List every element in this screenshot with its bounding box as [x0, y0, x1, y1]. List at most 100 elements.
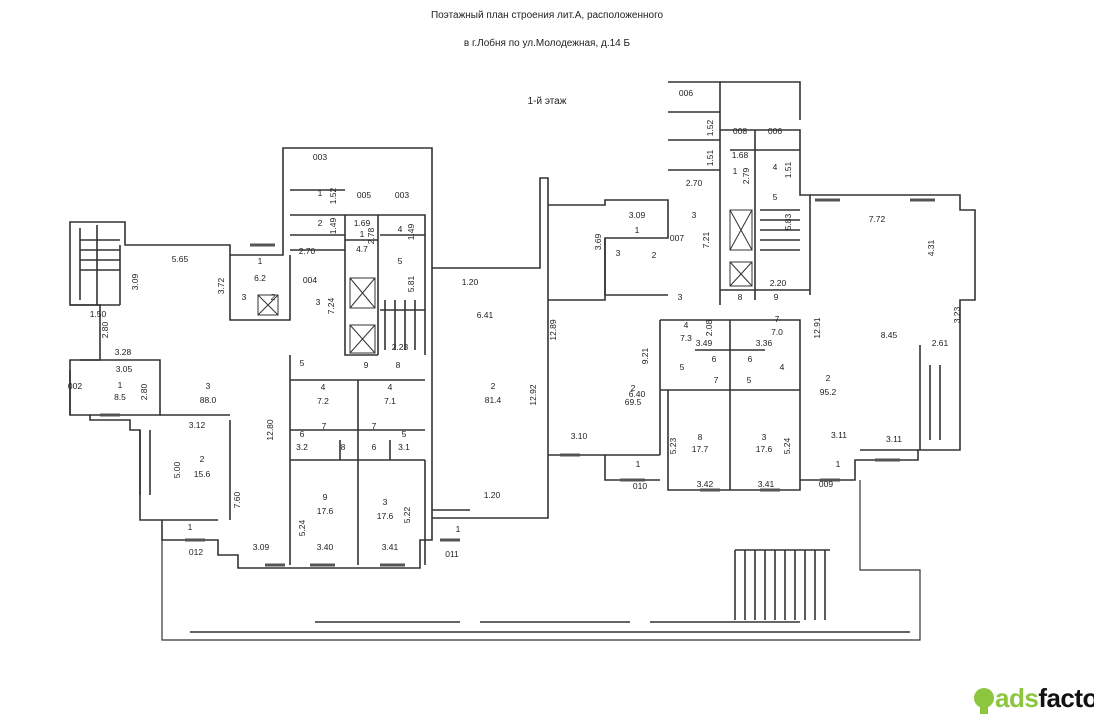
dimension-label-3_41b: 3.41: [758, 479, 775, 489]
dimension-label-9_1: 9: [364, 360, 369, 370]
dimension-label-3_49: 3.49: [696, 338, 713, 348]
floor-label: 1-й этаж: [527, 96, 567, 107]
dimension-label-1_52b: 1.52: [328, 187, 338, 204]
walls: [69, 81, 976, 641]
dimension-label-2_1: 2: [318, 218, 323, 228]
dimension-label-5_23: 5.23: [668, 437, 678, 454]
dimension-label-4_7: 4.7: [356, 244, 368, 254]
dimension-label-12_89: 12.89: [548, 319, 558, 341]
dimension-label-3_09c: 3.09: [629, 210, 646, 220]
dimension-label-1_52c: 1.52: [705, 119, 715, 136]
dimension-label-6_m: 6: [712, 354, 717, 364]
dimension-label-15_6: 15.6: [194, 469, 211, 479]
dimension-label-2_r: 2: [826, 373, 831, 383]
dimension-label-7_m: 7: [775, 314, 780, 324]
dimension-label-003b: 003: [395, 190, 409, 200]
dimension-label-5_24a: 5.24: [297, 519, 307, 536]
adsfactory-logo-icon: [968, 676, 1088, 716]
dimension-label-2_80: 2.80: [100, 321, 110, 338]
dimension-label-1_20b: 1.20: [484, 490, 501, 500]
dimension-label-1_51a: 1.51: [705, 149, 715, 166]
dimension-label-1_20a: 1.20: [462, 277, 479, 287]
dimension-label-5_1: 5: [398, 256, 403, 266]
dimension-label-010: 010: [633, 481, 647, 491]
watermark-text: adsfactory: [995, 683, 1094, 713]
dimension-label-5_65: 5.65: [172, 254, 189, 264]
dimension-label-3_23: 3.23: [952, 306, 962, 323]
dimension-label-6_a: 6: [300, 429, 305, 439]
dimension-label-3_11a: 3.11: [831, 430, 847, 440]
dimension-label-5_83: 5.83: [783, 213, 793, 230]
dimension-label-3_12: 3.12: [189, 420, 206, 430]
dimension-label-3_72: 3.72: [216, 277, 226, 294]
dimension-label-008: 008: [733, 126, 747, 136]
plan-title-line1: Поэтажный план строения лит.А, расположе…: [430, 10, 664, 21]
dimension-label-4_k: 4: [773, 162, 778, 172]
dimension-label-9_k: 9: [774, 292, 779, 302]
dimension-label-3_11b: 3.11: [886, 434, 902, 444]
dimension-label-17_6b: 17.6: [377, 511, 394, 521]
dimension-label-8_45: 8.45: [881, 330, 898, 340]
dimension-label-5_81: 5.81: [406, 275, 416, 292]
dimension-label-7_b: 7: [372, 421, 377, 431]
dimension-label-17_6a: 17.6: [317, 506, 334, 516]
dimension-label-1_e: 1: [188, 522, 193, 532]
dimension-label-009: 009: [819, 479, 833, 489]
dimension-label-3_36: 3.36: [756, 338, 773, 348]
dimension-label-6_41: 6.41: [477, 310, 494, 320]
dimension-label-3_05: 3.05: [116, 364, 133, 374]
dimension-label-1_49: 1.49: [328, 217, 338, 234]
dimension-label-3_c: 3: [383, 497, 388, 507]
dimension-label-6_n: 6: [748, 354, 753, 364]
dimension-label-8_5: 8.5: [114, 392, 126, 402]
dimension-label-4_c: 4: [321, 382, 326, 392]
dimension-label-12_91: 12.91: [812, 317, 822, 339]
dimension-label-17_7: 17.7: [692, 444, 709, 454]
dimension-label-1_g: 1: [635, 225, 640, 235]
dimension-label-1_4: 1: [360, 229, 365, 239]
dimension-label-002: 002: [68, 381, 82, 391]
dimension-label-2_08: 2.08: [704, 319, 714, 336]
dimension-label-2_70a: 2.70: [299, 246, 316, 256]
dimension-label-012: 012: [189, 547, 203, 557]
dimension-label-7_n: 7: [714, 375, 719, 385]
dimension-label-6_2: 6.2: [254, 273, 266, 283]
dimension-label-1_f: 1: [456, 524, 461, 534]
dimension-label-3_09b: 3.09: [253, 542, 270, 552]
dimension-label-5_00: 5.00: [172, 461, 182, 478]
dimension-label-95_2: 95.2: [820, 387, 837, 397]
dimension-label-7_1: 7.1: [384, 396, 396, 406]
dimension-label-7_21: 7.21: [701, 231, 711, 248]
dimension-label-3_p: 3: [762, 432, 767, 442]
dimension-label-1_49b: 1.49: [406, 223, 416, 240]
dimension-label-7_a: 7: [322, 421, 327, 431]
dimension-label-4_m: 4: [684, 320, 689, 330]
dimension-label-3_10: 3.10: [571, 431, 588, 441]
dimension-label-7_72: 7.72: [869, 214, 886, 224]
dimension-label-1_69: 1.69: [354, 218, 371, 228]
dimension-label-3_42: 3.42: [697, 479, 714, 489]
dimension-label-8_a: 8: [341, 442, 346, 452]
dimension-label-5_22: 5.22: [402, 506, 412, 523]
dimension-label-005: 005: [357, 190, 371, 200]
plan-title-line2: в г.Лобня по ул.Молодежная, д.14 Б: [463, 38, 631, 49]
dimension-label-4_1: 4: [398, 224, 403, 234]
dimension-label-1_68: 1.68: [732, 150, 749, 160]
dimension-label-3_1: 3.1: [398, 442, 410, 452]
dimension-label-3_h: 3: [616, 248, 621, 258]
dimension-label-011: 011: [445, 549, 459, 559]
dimension-label-3_j: 3: [678, 292, 683, 302]
dimension-label-2_61: 2.61: [932, 338, 949, 348]
dimension-label-17_6c: 17.6: [756, 444, 773, 454]
dimension-label-12_80: 12.80: [265, 419, 275, 441]
dimension-label-5_c: 5: [300, 358, 305, 368]
dimension-label-8_1: 8: [396, 360, 401, 370]
dimension-label-2_d: 2: [200, 454, 205, 464]
dimension-label-9_21: 9.21: [640, 347, 650, 364]
dimension-label-8_k: 8: [738, 292, 743, 302]
dimension-label-2_70b: 2.70: [686, 178, 703, 188]
dimension-label-1_k: 1: [733, 166, 738, 176]
dimension-label-006a: 006: [679, 88, 693, 98]
